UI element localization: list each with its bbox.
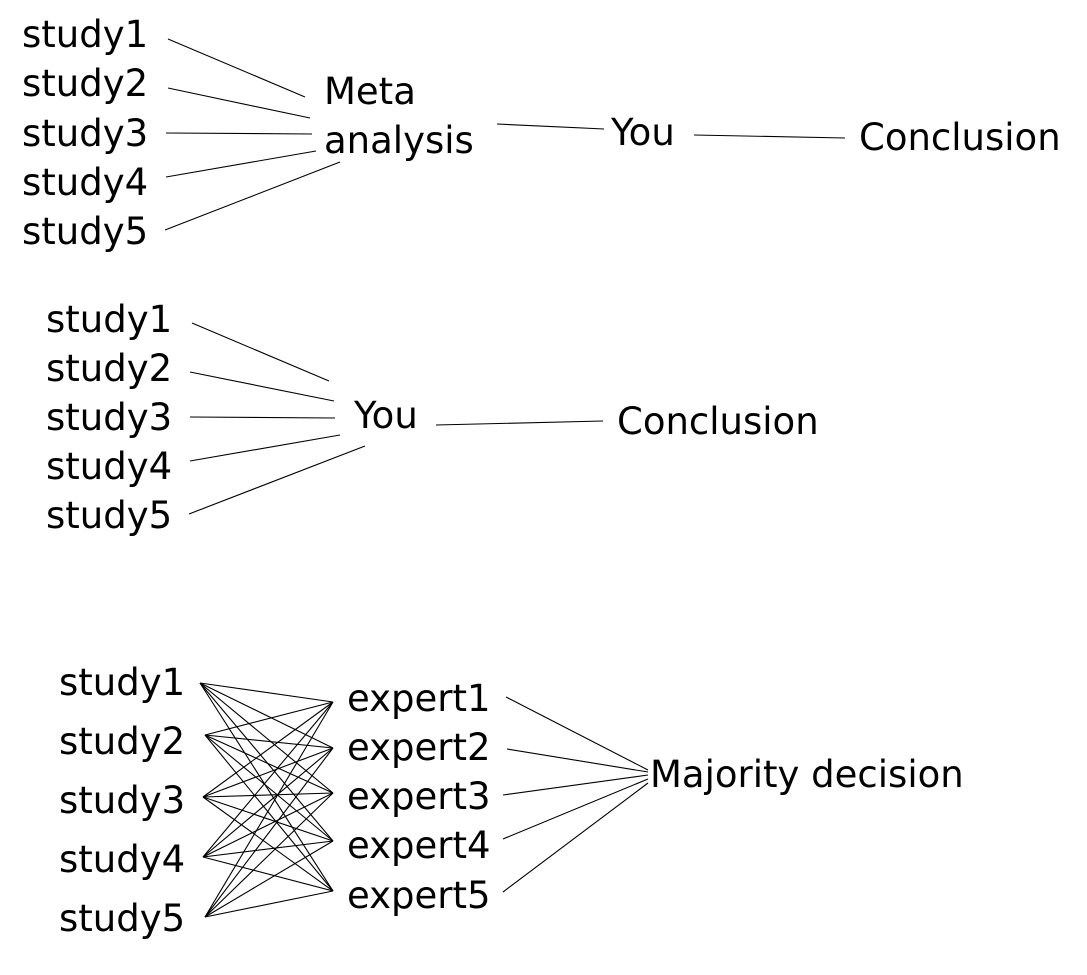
d2-edge-study1-you [191, 322, 330, 382]
d3-majority-decision-label: Majority decision [650, 753, 964, 796]
d3-expert5-label: expert5 [347, 874, 491, 917]
d3-edge-expert2-decision [506, 748, 649, 773]
d3-edge-study5-expert3 [204, 792, 334, 918]
d3-edge-study3-expert1 [202, 701, 334, 798]
d3-edge-study1-expert5 [199, 682, 334, 892]
d1-edge-study5-meta [164, 161, 341, 231]
d3-edge-study4-expert1 [202, 701, 334, 858]
d1-edge-study2-meta [167, 87, 311, 119]
d2-you-label: You [353, 394, 418, 437]
d3-edge-study5-expert5 [204, 890, 334, 918]
d2-conclusion-label: Conclusion [617, 400, 819, 443]
d3-edge-study3-expert4 [202, 796, 334, 842]
d2-edge-study4-you [189, 434, 341, 462]
d2-edge-study5-you [188, 445, 366, 515]
d3-edge-study5-expert4 [204, 840, 334, 918]
diagram-experts: study1 study2 study3 study4 study5 exper… [59, 661, 964, 940]
d1-edge-you-conclusion [693, 134, 846, 139]
d3-edge-study2-expert5 [204, 734, 334, 892]
d2-study5-label: study5 [46, 494, 172, 537]
d1-study5-label: study5 [22, 210, 148, 253]
d2-study3-label: study3 [46, 396, 172, 439]
d3-edge-study3-expert3 [202, 792, 334, 798]
d3-edge-study4-expert2 [202, 747, 334, 858]
d3-edge-study1-expert2 [199, 682, 334, 749]
d3-study4-label: study4 [59, 838, 185, 881]
d3-edge-expert3-decision [502, 774, 649, 796]
d3-study1-label: study1 [59, 661, 185, 704]
d1-meta-label-line2: analysis [324, 119, 474, 162]
d1-conclusion-label: Conclusion [859, 116, 1061, 159]
d3-edge-expert4-decision [502, 778, 649, 840]
d3-edge-study2-expert2 [204, 734, 334, 749]
d3-edge-expert5-decision [502, 782, 649, 893]
d3-edge-expert1-decision [505, 696, 649, 771]
d1-you-label: You [610, 111, 675, 154]
d3-study5-label: study5 [59, 897, 185, 940]
d3-edge-study4-expert3 [202, 792, 334, 858]
d3-edge-study4-expert4 [202, 840, 334, 858]
d3-expert2-label: expert2 [347, 726, 491, 769]
d3-edge-study2-expert1 [204, 701, 334, 736]
d1-study2-label: study2 [22, 62, 148, 105]
d3-study-expert-edges [199, 682, 334, 918]
d1-edge-study3-meta [165, 132, 313, 135]
d3-study2-label: study2 [59, 720, 185, 763]
d3-edge-study3-expert2 [202, 747, 334, 798]
d1-study1-label: study1 [22, 13, 148, 56]
d1-edge-meta-you [496, 123, 605, 130]
diagram-meta-analysis: study1 study2 study3 study4 study5 Meta … [22, 13, 1061, 253]
d3-expert4-label: expert4 [347, 824, 491, 867]
d1-meta-label-line1: Meta [324, 70, 416, 113]
d3-expert1-label: expert1 [347, 677, 491, 720]
d3-edge-study4-expert5 [202, 856, 334, 892]
d1-study4-label: study4 [22, 161, 148, 204]
d2-study1-label: study1 [46, 298, 172, 341]
d2-edge-you-conclusion [435, 420, 604, 426]
d2-edge-study2-you [189, 371, 335, 402]
d2-study4-label: study4 [46, 445, 172, 488]
d1-edge-study4-meta [165, 150, 317, 178]
d3-edge-study1-expert1 [199, 682, 334, 703]
d1-study3-label: study3 [22, 112, 148, 155]
d3-expert3-label: expert3 [347, 775, 491, 818]
d2-edge-study3-you [189, 416, 336, 419]
d3-edge-study5-expert2 [204, 747, 334, 918]
diagram-direct: study1 study2 study3 study4 study5 You C… [46, 298, 819, 537]
d2-study2-label: study2 [46, 347, 172, 390]
d3-edge-study1-expert3 [199, 682, 334, 794]
d3-edge-study3-expert5 [202, 796, 334, 892]
d3-edge-study2-expert4 [204, 734, 334, 842]
d1-edge-study1-meta [167, 38, 306, 98]
d3-edge-study2-expert3 [204, 734, 334, 794]
d3-edge-study5-expert1 [204, 701, 334, 918]
d3-study3-label: study3 [59, 779, 185, 822]
